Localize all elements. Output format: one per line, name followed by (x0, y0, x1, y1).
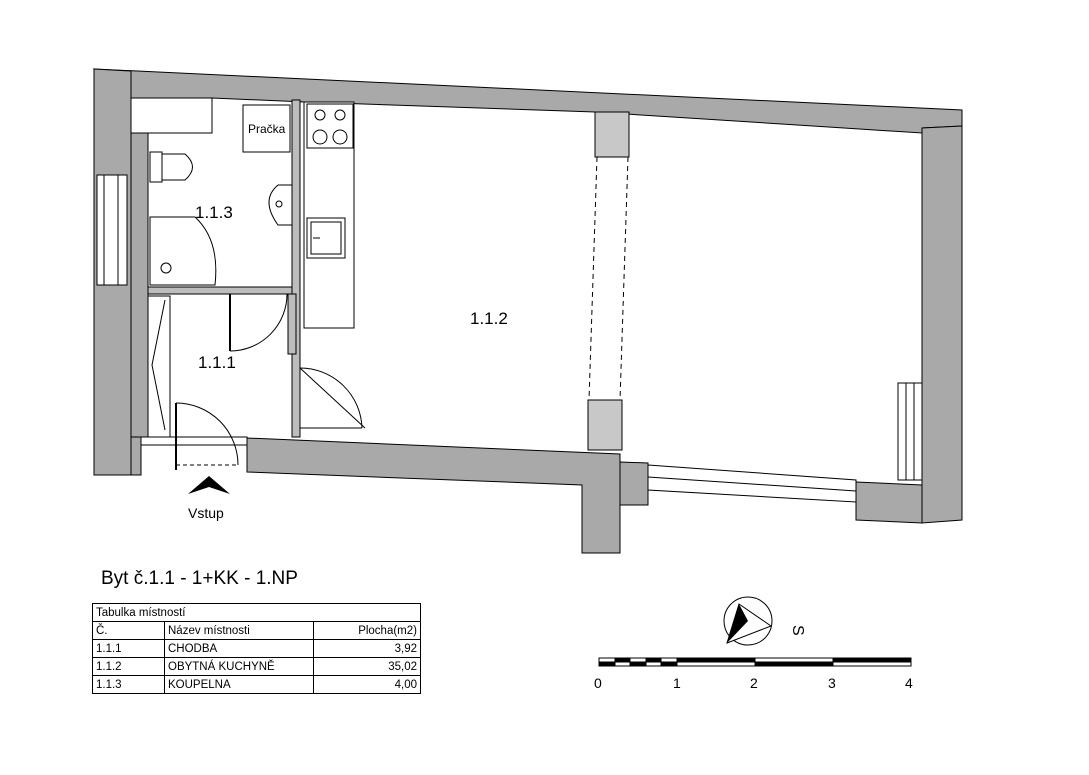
partition-bath (130, 132, 149, 438)
right-window (897, 382, 923, 481)
bottom-window (647, 464, 857, 503)
north-arrow: S (723, 596, 806, 646)
hall-living-wall-upper (287, 293, 297, 355)
north-letter: S (789, 625, 806, 636)
room-table: Tabulka místností Č. Název místnosti Plo… (92, 603, 421, 694)
toilet-icon (149, 151, 193, 183)
scale-tick: 0 (594, 675, 602, 691)
stove-icon (306, 103, 354, 149)
plan-title: Byt č.1.1 - 1+KK - 1.NP (101, 568, 298, 589)
kitchen-sink-icon (306, 217, 346, 259)
table-header-name: Název místnosti (164, 621, 314, 640)
entrance-label: Vstup (188, 505, 224, 521)
shower-icon (149, 216, 217, 286)
room-label-bath: 1.1.3 (195, 203, 233, 222)
washer-icon (242, 104, 291, 153)
table-row: 1.1.2 OBYTNÁ KUCHYNĚ 35,02 (92, 657, 421, 676)
interior-walls (130, 97, 301, 446)
bath-fixtures (149, 104, 293, 286)
table-cell: 35,02 (313, 657, 421, 676)
left-window (96, 174, 128, 286)
kitchen (303, 101, 355, 329)
scale-tick: 3 (828, 675, 836, 691)
sink-icon (268, 184, 293, 226)
scale-tick: 4 (905, 675, 913, 691)
table-cell: 1.1.2 (92, 657, 165, 676)
table-cell: 3,92 (313, 639, 421, 658)
table-cell: CHODBA (164, 639, 314, 658)
room-label-hall: 1.1.1 (198, 353, 236, 372)
table-cell: 4,00 (313, 675, 421, 694)
bottom-wall-right-corner (855, 481, 923, 524)
bath-kitchen-wall (291, 99, 301, 438)
scale-tick: 1 (673, 675, 681, 691)
scale-bar (598, 657, 912, 667)
table-header-area: Plocha(m2) (313, 621, 421, 640)
living-door (299, 367, 366, 429)
bath-hall-wall (147, 286, 293, 295)
table-header-number: Č. (92, 621, 165, 640)
washer-label: Pračka (248, 122, 286, 136)
bath-upper-box (130, 97, 213, 134)
table-cell: 1.1.3 (92, 675, 165, 694)
doors (147, 293, 366, 470)
bottom-wall-left (130, 436, 142, 476)
entry-door (175, 402, 239, 470)
table-cell: KOUPELNA (164, 675, 314, 694)
entrance-marker: Vstup (188, 476, 230, 521)
bath-door (229, 293, 288, 352)
table-cell: OBYTNÁ KUCHYNĚ (164, 657, 314, 676)
hall-bottom-wall (140, 436, 248, 446)
table-row: 1.1.1 CHODBA 3,92 (92, 639, 421, 658)
table-cell: 1.1.1 (92, 639, 165, 658)
table-row: 1.1.3 KOUPELNA 4,00 (92, 675, 421, 694)
wardrobe (147, 295, 171, 438)
entrance-arrow-icon (188, 476, 230, 494)
top-wall (92, 68, 963, 134)
table-caption: Tabulka místností (92, 603, 421, 622)
removed-wall (587, 111, 630, 451)
bottom-wall-mid (246, 437, 621, 554)
scale-ticks: 0 1 2 3 4 (594, 675, 913, 691)
scale-tick: 2 (750, 675, 758, 691)
bottom-wall-right-pier (619, 461, 649, 506)
room-label-living: 1.1.2 (470, 309, 508, 328)
